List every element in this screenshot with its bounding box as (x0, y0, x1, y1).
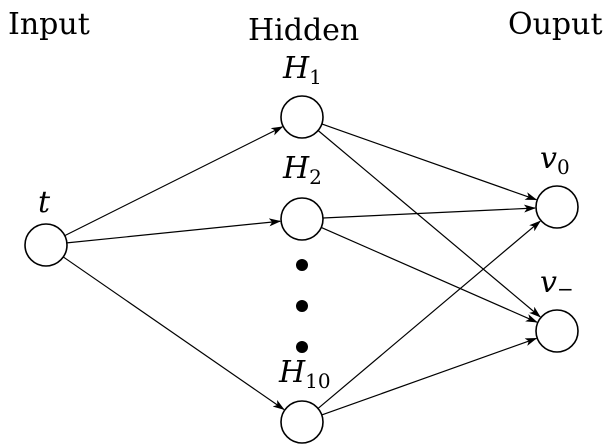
edge-input-to-hidden-2 (66, 218, 282, 244)
hidden-node-1-label: H1 (282, 51, 322, 89)
output-node-v0-subscript: 0 (557, 155, 570, 179)
edge-hidden-2-to-output-minus (320, 226, 538, 323)
edge-hidden-10-to-output-minus (321, 337, 538, 416)
hidden-node-1-circle (280, 95, 324, 139)
edge-hidden-2-to-output-0 (322, 204, 537, 219)
hidden-node-10-circle (280, 400, 324, 444)
hidden-column-title: Hidden (248, 13, 359, 48)
ellipsis-dot (296, 341, 308, 353)
hidden-node-1-subscript: 1 (309, 65, 322, 89)
hidden-node-1: H1 (280, 51, 324, 139)
output-node-vminus-circle (535, 309, 579, 353)
output-node-vminus-label: v− (540, 265, 574, 301)
ellipsis-dot (296, 259, 308, 271)
edge-input-to-hidden-1 (64, 126, 284, 237)
hidden-node-10: H10 (278, 355, 331, 444)
input-node-circle (24, 223, 68, 267)
hidden-node-10-label: H10 (278, 355, 331, 393)
edge-hidden-1-to-output-0 (321, 123, 538, 201)
hidden-node-10-subscript: 10 (305, 369, 330, 393)
output-column-title: Ouput (508, 7, 603, 42)
output-node-v0: v0 (535, 141, 579, 229)
hidden-node-2-label: H2 (282, 151, 322, 189)
hidden-ellipsis (296, 259, 308, 353)
input-node-label: t (38, 185, 51, 220)
output-node-vminus: v− (535, 265, 579, 353)
ellipsis-dot (296, 300, 308, 312)
hidden-node-10-symbol: H (278, 355, 306, 390)
hidden-node-2-symbol: H (282, 151, 310, 186)
edges-group (62, 123, 541, 416)
hidden-node-2-subscript: 2 (309, 165, 322, 189)
output-node-v0-symbol: v (540, 141, 557, 176)
edge-input-to-hidden-10 (62, 256, 285, 411)
input-node: t (24, 185, 68, 267)
edge-hidden-10-to-output-0 (317, 220, 541, 409)
input-node-symbol: t (38, 185, 51, 220)
hidden-node-2: H2 (280, 151, 324, 241)
hidden-node-2-circle (280, 197, 324, 241)
edge-hidden-1-to-output-minus (317, 130, 541, 318)
output-node-v0-label: v0 (540, 141, 570, 179)
output-node-vminus-subscript: − (557, 277, 574, 301)
output-node-vminus-symbol: v (540, 265, 557, 300)
output-node-v0-circle (535, 185, 579, 229)
input-column-title: Input (8, 7, 90, 42)
hidden-node-1-symbol: H (282, 51, 310, 86)
